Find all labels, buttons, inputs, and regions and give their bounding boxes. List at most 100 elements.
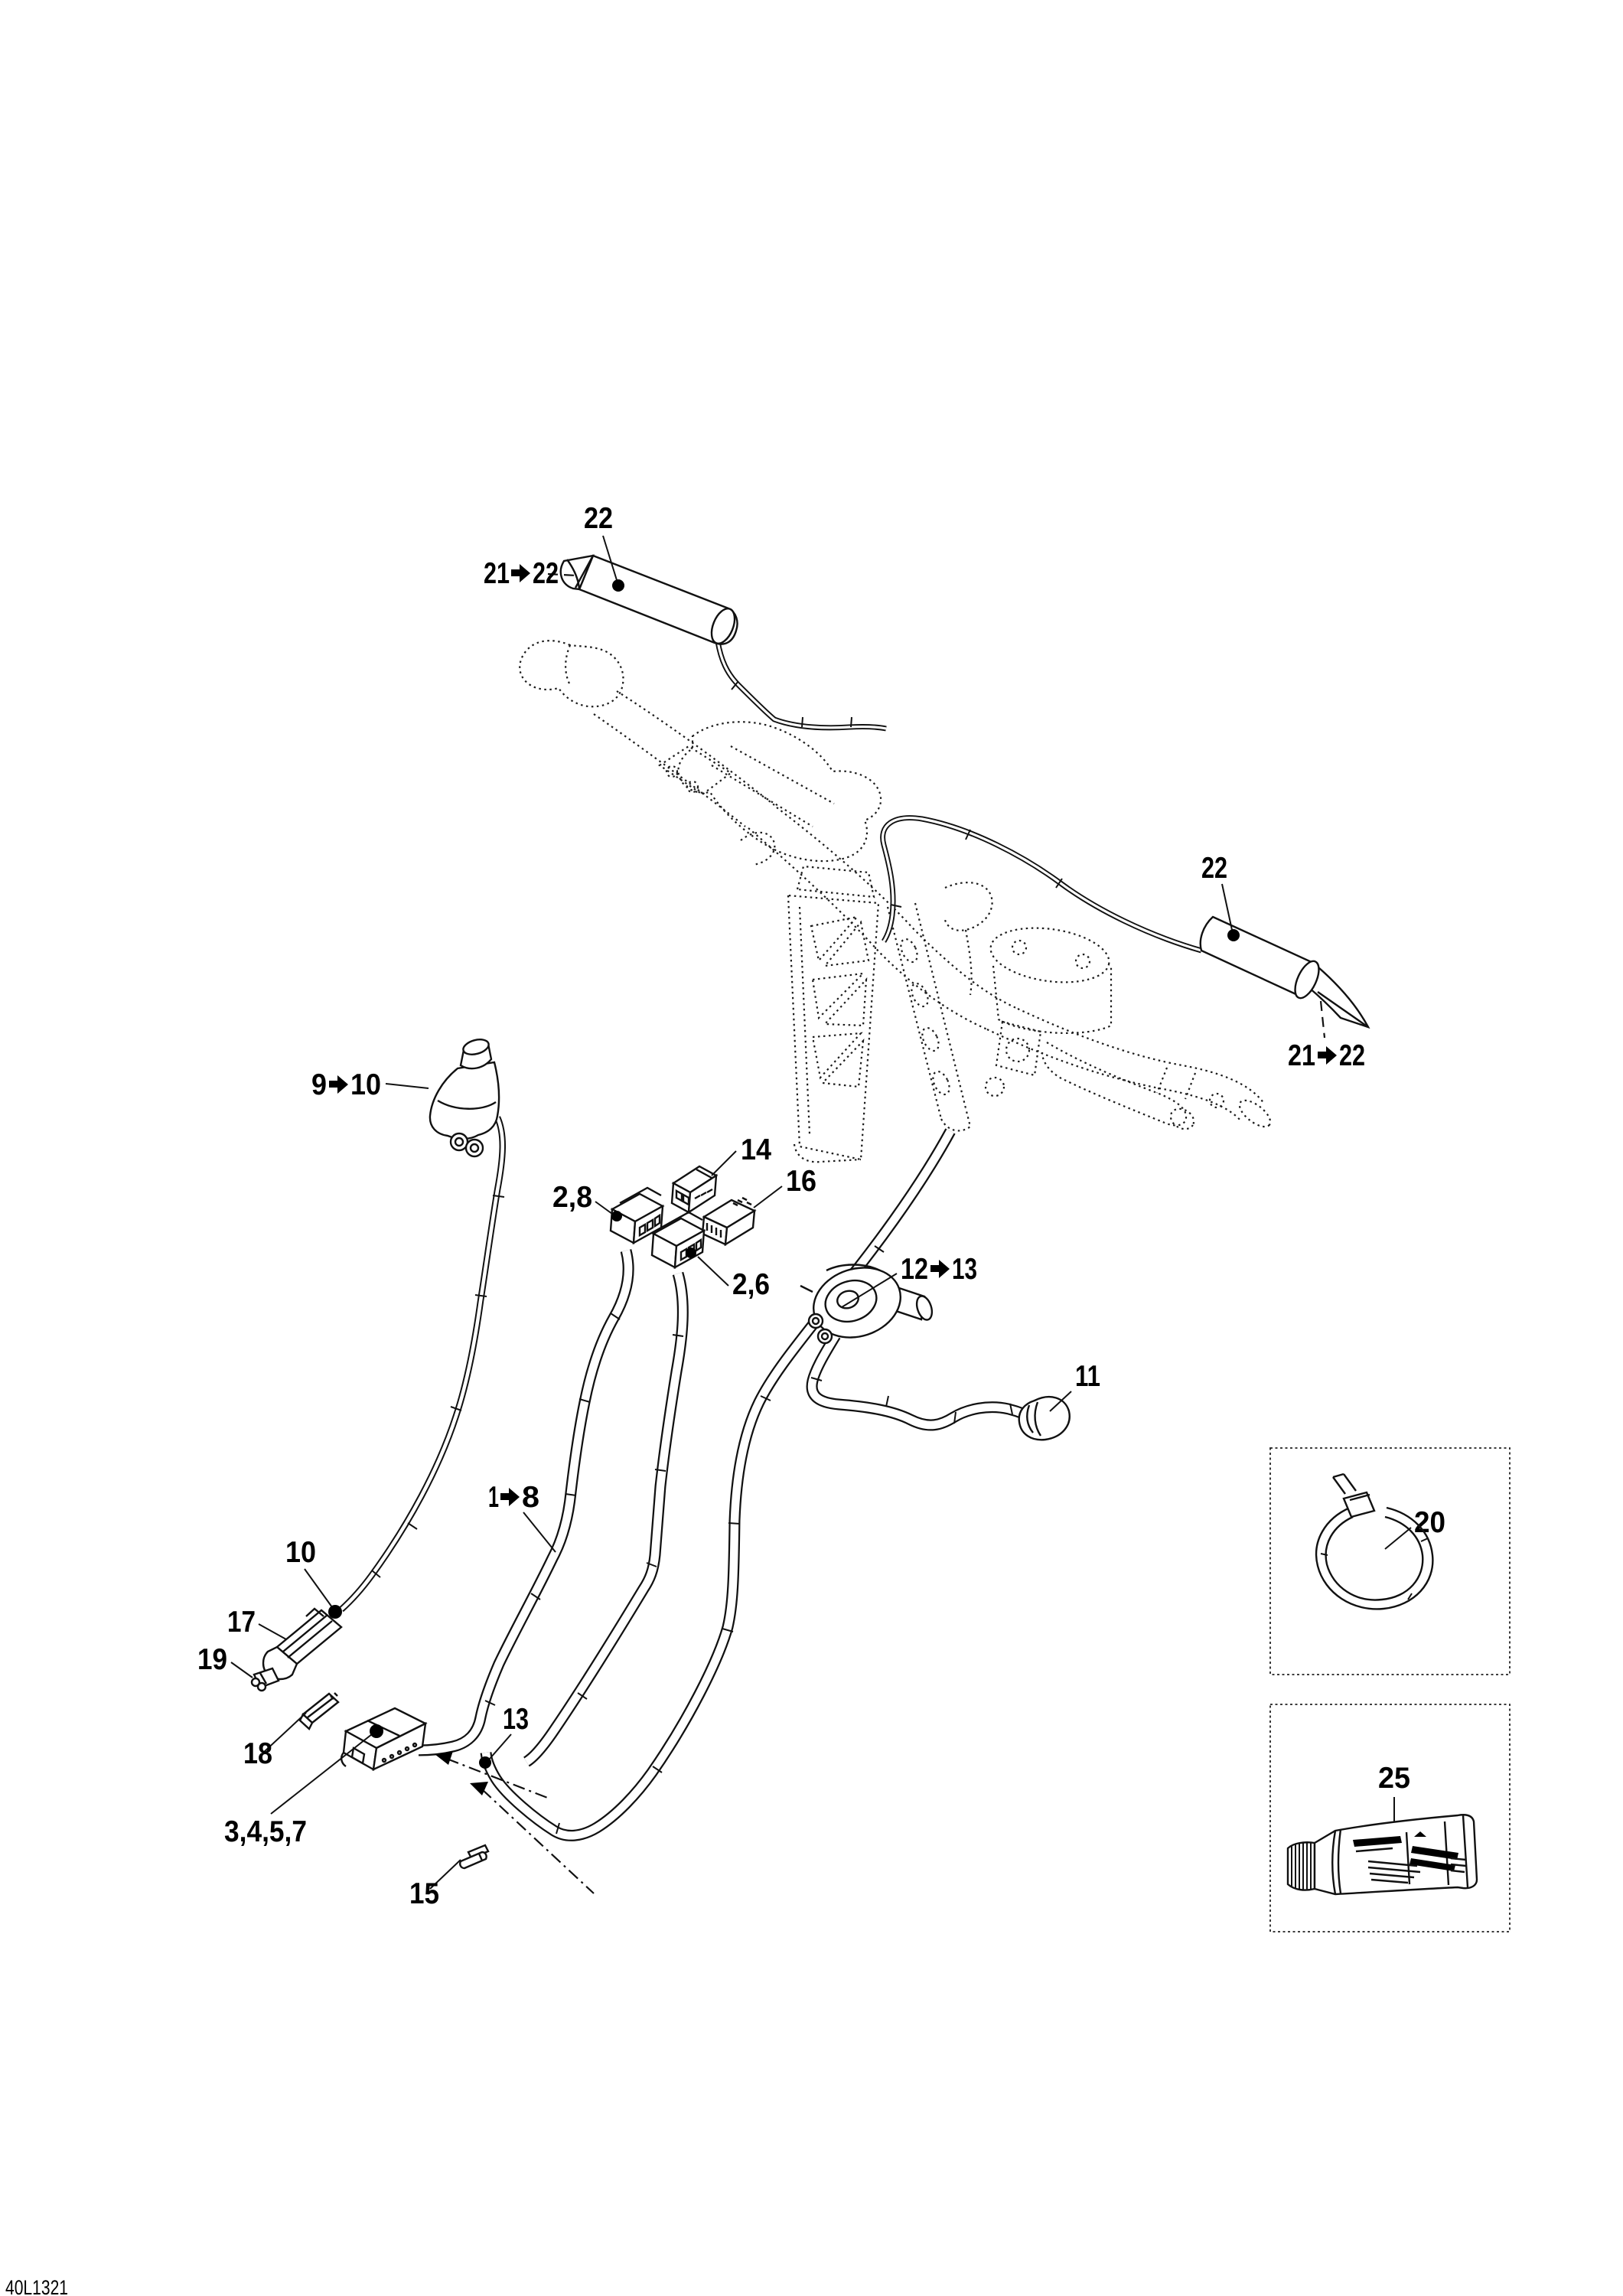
bar-left-bottom: [593, 713, 746, 827]
dot-10: [328, 1605, 342, 1619]
leader-18: [262, 1712, 307, 1753]
grease-ref-arrow-2: [470, 1782, 488, 1795]
callout-18: 18: [243, 1737, 272, 1770]
bar-left-top: [616, 690, 775, 806]
harness-loop-phantom: [943, 882, 993, 996]
riser-cutout-4: [823, 977, 868, 1027]
clamp-bolt-2: [686, 780, 699, 794]
callout-12-13-from: 12: [901, 1253, 928, 1286]
callout-labels-group: 22 21 22 22 21 22 9 10 14 16 2,8 2,6 12 …: [197, 502, 1445, 1910]
riser-leg-hole-1: [900, 938, 918, 964]
riser-cutout-6: [820, 1038, 865, 1088]
lever-end-ball: [1169, 1107, 1195, 1130]
dot-2-6: [686, 1247, 696, 1258]
left-heater-element: [559, 554, 738, 645]
dot-2-8: [611, 1211, 622, 1221]
riser-cutout-2: [823, 920, 870, 967]
left-grip-detail: [565, 644, 572, 687]
locking-tie-illustration: [1315, 1473, 1434, 1610]
bar-right-joints: [1155, 1067, 1197, 1100]
callout-1-8-from: 1: [488, 1481, 499, 1514]
brake-lever: [1041, 1042, 1188, 1127]
harness-wires-group: [339, 641, 1202, 1841]
leader-13: [489, 1733, 512, 1760]
leader-lines-group: [230, 535, 1412, 1894]
arrow-1-8-icon: [500, 1488, 520, 1506]
leader-19: [230, 1662, 253, 1678]
callout-12-13-to: 13: [952, 1253, 977, 1286]
dot-22-left: [612, 579, 624, 592]
riser-top-clamp: [796, 865, 875, 899]
right-heater-wire-core: [882, 817, 1202, 952]
callout-14: 14: [741, 1133, 771, 1166]
switch-housing-detail: [711, 745, 835, 827]
arrow-21-22-right-icon: [1318, 1046, 1337, 1065]
leader-22-left: [602, 535, 618, 581]
callout-1-8-to: 8: [522, 1481, 539, 1514]
leader-3457: [270, 1733, 373, 1815]
bar-mid-top: [776, 807, 1018, 1010]
tether-switch-wire: [339, 1116, 506, 1613]
housing-hook: [740, 831, 776, 866]
connector-17: [262, 1607, 343, 1681]
leader-20: [1384, 1527, 1412, 1550]
reservoir-lid: [989, 927, 1110, 983]
harness-wire-b-core: [524, 1272, 687, 1766]
left-grip-outline: [519, 640, 624, 708]
leader-15: [429, 1859, 461, 1890]
solid-parts-group: [250, 554, 1370, 1870]
housing-clamp: [658, 745, 732, 796]
leader-12-13: [841, 1273, 898, 1308]
callout-2-8: 2,8: [552, 1181, 592, 1214]
riser-cutout-5: [811, 1032, 863, 1080]
bar-right-top: [1017, 1008, 1265, 1104]
bar-end-hole: [1208, 1092, 1225, 1109]
riser-leg-hole-4: [932, 1070, 950, 1096]
locking-tie-inset: [1269, 1447, 1511, 1675]
sealant-tube-illustration: [1286, 1814, 1478, 1896]
callout-25: 25: [1378, 1762, 1410, 1795]
mc-clamp: [995, 1020, 1042, 1077]
locking-tie-box: [1269, 1447, 1511, 1675]
callout-21-22-right-from: 21: [1288, 1039, 1315, 1072]
leader-10: [304, 1568, 333, 1608]
callout-19: 19: [197, 1643, 227, 1676]
bar-mid-bottom: [748, 827, 988, 1031]
tether-switch: [429, 1039, 500, 1158]
bar-right-bottom: [986, 1029, 1242, 1122]
harness-wire-a-core: [418, 1249, 633, 1755]
right-heater-wire: [880, 815, 1202, 954]
leader-21-22-left: [547, 572, 577, 577]
switch-to-cap-wire-core: [807, 1333, 1040, 1430]
sealant-tube-box: [1269, 1704, 1511, 1932]
left-heater-wire-core: [716, 641, 887, 730]
leader-11: [1049, 1391, 1072, 1412]
right-heater-element: [1199, 915, 1370, 1029]
switch-housing-outline: [677, 721, 882, 863]
cap-11: [1018, 1396, 1071, 1441]
handlebar-phantom-group: [519, 640, 1272, 1163]
riser-cutout-1: [810, 915, 859, 963]
grease-ref-arrow-1: [435, 1751, 453, 1765]
dot-13: [479, 1756, 491, 1769]
leader-16: [753, 1186, 783, 1208]
leader-2-8: [595, 1201, 613, 1215]
callout-heater-left: 22: [584, 502, 613, 535]
sealant-tube-inset: [1269, 1704, 1511, 1932]
connector-2-6: [650, 1211, 706, 1270]
leader-21-22-right: [1319, 1000, 1326, 1039]
leader-17: [258, 1623, 287, 1640]
callout-11: 11: [1075, 1360, 1100, 1393]
arrow-21-22-left-icon: [511, 564, 530, 582]
reservoir-screw-1: [1011, 939, 1028, 956]
leader-9-10: [385, 1083, 429, 1089]
callout-heater-right: 22: [1201, 852, 1227, 885]
riser-rear-leg: [886, 902, 967, 1120]
leader-1-8: [523, 1512, 556, 1553]
leader-22-right: [1221, 883, 1233, 931]
bar-right-endcap: [1238, 1099, 1272, 1128]
callout-2-6: 2,6: [732, 1268, 770, 1301]
callout-17: 17: [227, 1606, 256, 1639]
